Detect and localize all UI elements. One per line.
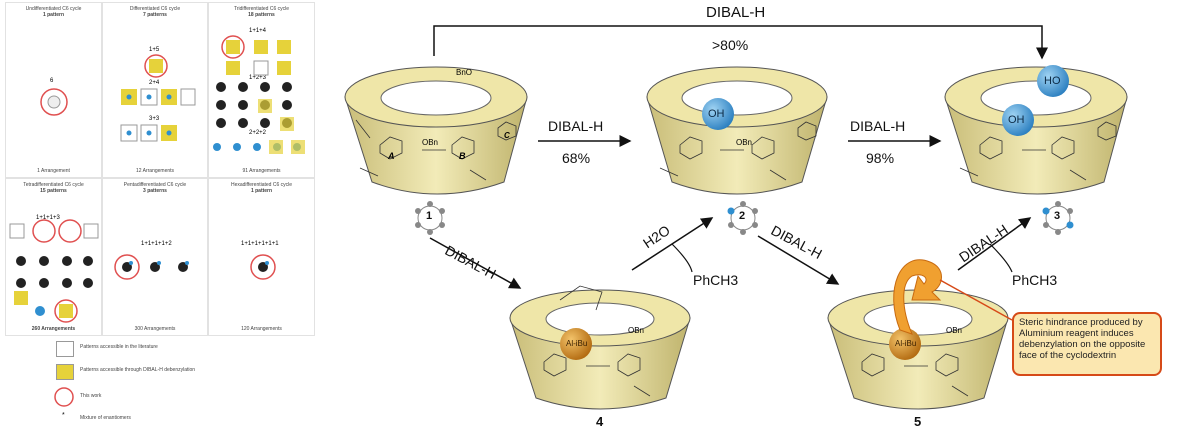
cell-footer: 120 Arrangements xyxy=(241,326,282,332)
solvent-2-label: PhCH3 xyxy=(1012,272,1058,288)
ring-label-c: C xyxy=(504,131,510,140)
compound-2-number: 2 xyxy=(739,210,746,222)
step1-yield-label: 68% xyxy=(562,150,591,166)
pattern-icons xyxy=(9,219,99,323)
cell-footer: 91 Arrangements xyxy=(242,168,281,174)
oh-label: OH xyxy=(708,108,725,120)
cyclodextrin-3 xyxy=(944,65,1128,195)
top-yield-label: >80% xyxy=(712,37,749,53)
legend-asterisk: * xyxy=(62,412,65,419)
cell-footer: 260 Arrangements xyxy=(31,326,76,332)
cell-footer: 300 Arrangements xyxy=(134,326,176,332)
pattern-label: 1+2+3 xyxy=(249,75,267,81)
step2-yield-label: 98% xyxy=(866,150,895,166)
pattern-label: 2+2+2 xyxy=(249,130,267,136)
oh-label: OH xyxy=(1008,114,1025,126)
step2-reagent-label: DIBAL-H xyxy=(850,118,906,134)
callout-pointer xyxy=(939,279,1013,321)
oh-ball xyxy=(1002,104,1034,136)
ho-label: HO xyxy=(1044,75,1061,87)
al-label: Al-iBu xyxy=(895,339,917,348)
pattern-label: 3+3 xyxy=(149,116,160,122)
cyclodextrin-5 xyxy=(827,259,1013,410)
legend-label-dibal: Patterns accessible through DIBAL-H debe… xyxy=(80,367,196,373)
legend-label-enantiomers: Mixture of enantiomers xyxy=(80,415,131,421)
compound-4-number: 4 xyxy=(596,414,604,429)
pattern-label: 6 xyxy=(50,78,54,84)
oh-ball xyxy=(702,98,734,130)
ho-ball xyxy=(1037,65,1069,97)
cyclodextrin-1 xyxy=(344,66,528,195)
cell-footer: 1 Arrangement xyxy=(37,168,70,174)
cell-footer: 12 Arrangements xyxy=(135,168,175,174)
aluminium-ball xyxy=(889,328,921,360)
solvent-arc-2 xyxy=(989,243,1013,273)
aluminium-ball xyxy=(560,328,592,360)
solvent-arc-1 xyxy=(671,243,693,273)
arrow-1-to-4 xyxy=(429,237,522,289)
legend-red-circle-icon xyxy=(54,387,74,407)
legend-label-literature: Patterns accessible in the literature xyxy=(80,344,158,350)
pattern-label: 1+1+1+1+2 xyxy=(141,241,172,247)
cycle-icon-1 xyxy=(415,201,445,235)
pattern-icons xyxy=(114,254,189,280)
cyclodextrin-4 xyxy=(509,285,691,410)
obn-label: OBn xyxy=(946,326,963,335)
ring-label-a: A xyxy=(388,151,395,161)
pattern-label: 1+5 xyxy=(149,47,160,53)
pattern-label: 1+1+1+3 xyxy=(36,215,60,221)
top-arrow xyxy=(433,25,1048,60)
top-reagent-label: DIBAL-H xyxy=(706,4,766,21)
steric-arrow xyxy=(893,259,942,335)
legend-label-this-work: This work xyxy=(80,393,102,399)
compound-1-number: 1 xyxy=(426,210,433,222)
arrow-5-to-3 xyxy=(957,217,1032,271)
legend-white-box xyxy=(56,341,74,357)
pattern-icon xyxy=(40,88,68,116)
bno-label: BnO xyxy=(456,68,473,77)
legend-yellow-box xyxy=(56,364,74,380)
pattern-label: 1+1+1+1+1+1 xyxy=(241,241,279,247)
cycle-icon-3 xyxy=(1042,201,1074,235)
compound-3-number: 3 xyxy=(1054,210,1061,222)
arrow-2-to-5 xyxy=(757,235,840,285)
pattern-label: 2+4 xyxy=(149,80,160,86)
al-label: Al-iBu xyxy=(566,339,588,348)
pattern-label: 1+1+4 xyxy=(249,28,267,34)
ring-label-b: B xyxy=(459,151,466,161)
pattern-icon xyxy=(250,254,276,280)
cyclodextrin-2 xyxy=(646,66,828,195)
solvent-1-label: PhCH3 xyxy=(693,272,739,288)
pattern-icons xyxy=(213,35,305,154)
step1-reagent-label: DIBAL-H xyxy=(548,118,604,134)
compound-5-number: 5 xyxy=(914,414,922,429)
steric-hindrance-callout: Steric hindrance produced by Aluminium r… xyxy=(1012,312,1162,376)
cycle-icon-2 xyxy=(727,201,758,235)
pattern-icons xyxy=(120,54,196,142)
obn-label: OBn xyxy=(736,138,753,147)
obn-label: OBn xyxy=(422,138,439,147)
obn-label: OBn xyxy=(628,326,645,335)
